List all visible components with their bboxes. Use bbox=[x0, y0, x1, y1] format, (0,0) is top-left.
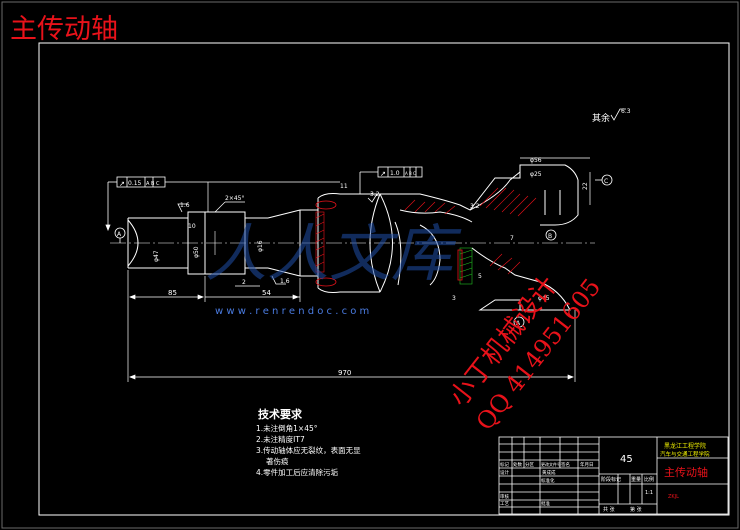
runout-left-symbol: ↗ bbox=[119, 180, 125, 188]
dim-85-label: 85 bbox=[168, 289, 177, 297]
scale-value: 1:1 bbox=[645, 490, 653, 496]
dim-85 bbox=[127, 270, 206, 302]
roughness-symbol-note bbox=[610, 108, 626, 121]
runout-center-value: 1.0 bbox=[390, 170, 400, 177]
tech-req-item-5: 4.零件加工后应清除污垢 bbox=[256, 467, 339, 477]
dia-right-top-label: φ56 bbox=[530, 157, 542, 164]
fork-hatch bbox=[404, 199, 456, 215]
scale-label: 比例 bbox=[644, 476, 654, 483]
tb-code: ZKJL bbox=[668, 494, 679, 500]
tech-req-item-1: 1.未注倒角1×45° bbox=[256, 423, 318, 433]
dim-5-label: 5 bbox=[478, 273, 482, 280]
weight-label: 重量 bbox=[631, 476, 641, 483]
drawing-title: 主传动轴 bbox=[10, 14, 118, 45]
part-name-title-block: 主传动轴 bbox=[664, 465, 708, 479]
tb-drawn-by: 黄成成 bbox=[542, 469, 556, 476]
runout-left-value: 0.15 bbox=[128, 180, 142, 187]
tb-date: 年月日 bbox=[580, 461, 594, 468]
dim-54-label: 54 bbox=[262, 289, 271, 297]
dim-54 bbox=[205, 278, 301, 302]
runout-frame-center bbox=[359, 166, 423, 194]
sheet-total: 共 张 bbox=[603, 506, 615, 513]
roughness-symbol-bottom bbox=[271, 275, 286, 285]
roughness-note-label: 其余 bbox=[592, 112, 610, 124]
rough-2-label: 1.6 bbox=[280, 278, 290, 285]
datum-a-right bbox=[513, 316, 525, 328]
school-line-1: 黑龙江工程学院 bbox=[664, 442, 706, 450]
dim-22-label: 22 bbox=[582, 182, 589, 190]
tb-count: 处数 bbox=[513, 461, 522, 468]
tb-design: 设计 bbox=[500, 469, 509, 476]
fork-section bbox=[380, 171, 521, 286]
dia-main-label: φ16 bbox=[257, 240, 264, 252]
chamfer-leader bbox=[214, 201, 226, 213]
school-line-2: 汽车与交通工程学院 bbox=[660, 450, 710, 458]
datum-a-left bbox=[114, 227, 126, 243]
yoke-outline bbox=[469, 164, 579, 311]
rough-3-label: 3.2 bbox=[370, 191, 380, 198]
weld-top-blob bbox=[315, 200, 337, 287]
runout-center-symbol: ↗ bbox=[380, 170, 386, 178]
title-block bbox=[498, 436, 729, 515]
inner-frame bbox=[38, 42, 730, 516]
tb-marks: 标记 bbox=[500, 461, 509, 468]
tech-req-title: 技术要求 bbox=[258, 407, 303, 421]
tb-signature: 签名 bbox=[561, 461, 570, 468]
runout-center-datum: A B C bbox=[405, 171, 416, 176]
tb-std: 标准化 bbox=[541, 477, 555, 484]
dim-7-label: 7 bbox=[510, 235, 514, 242]
hub-outline bbox=[317, 193, 393, 293]
runout-left-datum: A B C bbox=[146, 181, 160, 187]
dim-970-label: 970 bbox=[338, 369, 351, 377]
weld-left bbox=[315, 211, 325, 273]
dim-10-label: 10 bbox=[188, 223, 196, 230]
tech-req-item-4: 著伤痕 bbox=[266, 456, 289, 466]
tb-process: 工艺 bbox=[500, 501, 509, 507]
tech-req-item-3: 3.传动轴体应无裂纹，表面无显 bbox=[256, 445, 361, 455]
roughness-symbol-left bbox=[177, 203, 188, 213]
dim-970 bbox=[127, 302, 576, 382]
tb-zone: 分区 bbox=[525, 461, 534, 468]
dim-11-label: 11 bbox=[340, 183, 348, 190]
dim-3-label: 3 bbox=[452, 295, 456, 302]
rough-1-label: 1.6 bbox=[180, 202, 190, 209]
datum-a-left-label: A bbox=[117, 231, 122, 238]
roughness-symbol-hub bbox=[367, 193, 378, 203]
sheet-no: 第 张 bbox=[630, 506, 642, 513]
datum-a-right-label: A bbox=[516, 320, 521, 327]
datum-b-right bbox=[545, 229, 557, 241]
dia-right-bottom-label: φ45 bbox=[538, 295, 550, 302]
dia-right-label: φ25 bbox=[530, 171, 542, 178]
weld-middle-red bbox=[457, 249, 463, 281]
roughness-note-value: 6.3 bbox=[621, 108, 631, 115]
watermark-url: w w w . r e n r e n d o c . c o m bbox=[215, 306, 369, 317]
tb-review: 审核 bbox=[500, 493, 509, 500]
tech-req-item-2: 2.未注精度IT7 bbox=[256, 434, 305, 444]
chamfer-label: 2×45° bbox=[225, 195, 244, 202]
datum-b-label: B bbox=[548, 233, 552, 240]
watermark-big: 人人文库 bbox=[205, 217, 462, 290]
material-label: 45 bbox=[620, 454, 633, 465]
dim-2-label: 2 bbox=[242, 279, 246, 286]
tb-doc-no: 更改文件号 bbox=[541, 461, 561, 467]
datum-c-label: C bbox=[604, 178, 608, 185]
yoke-hatch bbox=[479, 187, 537, 275]
rough-4-label: 3.2 bbox=[470, 203, 480, 210]
shaft-left-outline bbox=[127, 209, 318, 277]
stage-mark-label: 阶段标记 bbox=[601, 476, 621, 483]
dia-mid-label: φ50 bbox=[193, 246, 200, 258]
dia-small-label: φ47 bbox=[153, 250, 160, 262]
datum-c-right bbox=[595, 174, 613, 186]
tb-approve: 批准 bbox=[541, 500, 550, 507]
